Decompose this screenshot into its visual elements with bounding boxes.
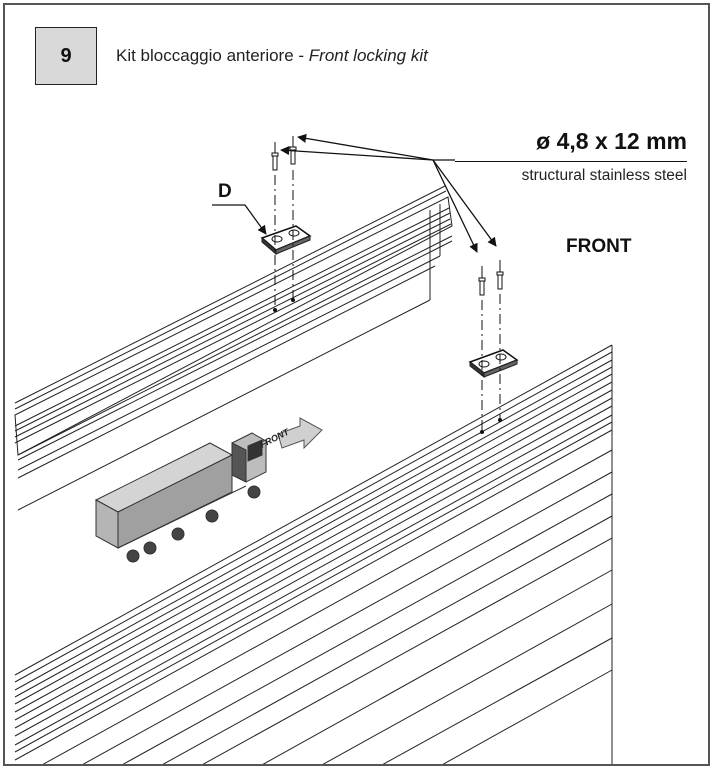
rivets-upper <box>271 136 297 312</box>
title-main: Kit bloccaggio anteriore <box>116 46 294 65</box>
part-d-label: D <box>218 181 232 202</box>
page-title: Kit bloccaggio anteriore - Front locking… <box>116 46 428 66</box>
part-d-leader <box>212 204 267 235</box>
leader-arrows <box>280 133 497 253</box>
truck-icon <box>94 432 267 563</box>
title-translation: Front locking kit <box>308 46 428 65</box>
locking-plate-lower <box>468 349 519 379</box>
title-separator: - <box>293 46 309 65</box>
locking-plate-upper <box>260 225 312 256</box>
spec-underline <box>455 161 687 162</box>
lower-rail <box>14 344 613 764</box>
rivet-material-label: structural stainless steel <box>521 167 687 184</box>
rivet-size-label: ø 4,8 x 12 mm <box>536 128 687 154</box>
step-number-box: 9 <box>35 27 97 85</box>
upper-rail <box>14 185 453 511</box>
direction-arrow-icon <box>277 417 323 450</box>
page-frame <box>3 3 710 766</box>
front-label: FRONT <box>566 236 632 257</box>
step-number: 9 <box>60 44 72 67</box>
rivets-lower <box>478 260 504 434</box>
